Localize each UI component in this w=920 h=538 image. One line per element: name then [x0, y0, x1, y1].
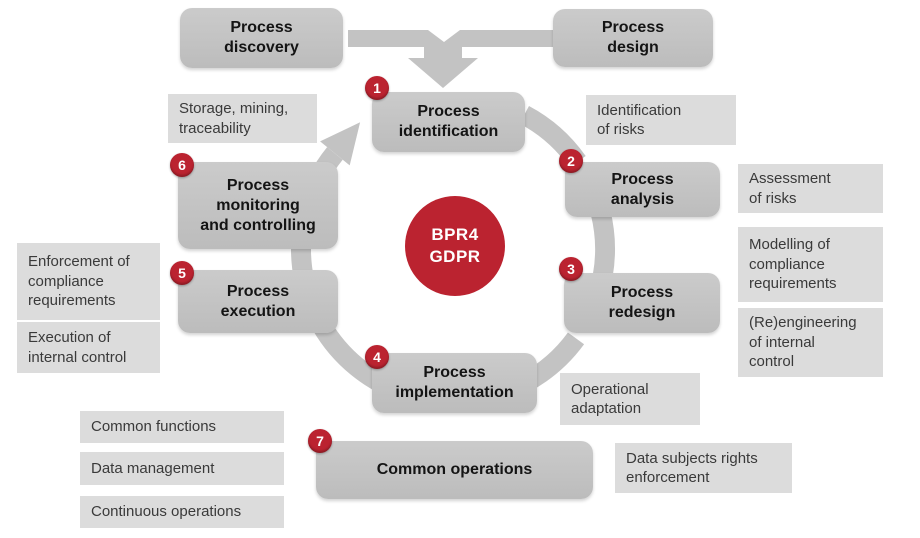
- badge-6-number: 6: [178, 157, 186, 173]
- annotation-reengineering-of-internal-control-label: (Re)engineering of internal control: [749, 314, 857, 371]
- stage-process-redesign-label: Process redesign: [608, 284, 676, 321]
- stage-common-operations-box: Common operations: [316, 441, 593, 499]
- process-design-label: Process design: [601, 19, 665, 56]
- annotation-reengineering-of-internal-control: (Re)engineering of internal control: [738, 308, 883, 377]
- annotation-identification-of-risks: Identification of risks: [586, 95, 736, 145]
- annotation-common-functions-label: Common functions: [91, 418, 217, 436]
- process-discovery-box: Process discovery: [180, 8, 343, 68]
- annotation-execution-of-internal-control-label: Execution of internal control: [28, 329, 127, 366]
- badge-7: 7: [308, 429, 332, 453]
- annotation-data-management: Data management: [80, 452, 284, 485]
- annotation-data-management-label: Data management: [91, 459, 215, 477]
- annotation-enforcement-of-compliance-requirements: Enforcement of compliance requirements: [17, 243, 160, 320]
- stage-process-monitoring-box: Process monitoring and controlling: [178, 162, 338, 249]
- stage-common-operations-label: Common operations: [376, 461, 533, 478]
- annotation-modelling-of-compliance-requirements-label: Modelling of compliance requirements: [749, 236, 837, 293]
- annotation-execution-of-internal-control: Execution of internal control: [17, 322, 160, 373]
- stage-process-identification-box: Process identification: [372, 92, 525, 152]
- annotation-operational-adaptation-label: Operational adaptation: [571, 380, 649, 418]
- annotation-identification-of-risks-label: Identification of risks: [597, 101, 682, 139]
- stage-process-redesign-box: Process redesign: [564, 273, 720, 333]
- badge-3-number: 3: [567, 261, 575, 277]
- annotation-continuous-operations: Continuous operations: [80, 496, 284, 528]
- badge-5-number: 5: [178, 265, 186, 281]
- badge-6: 6: [170, 153, 194, 177]
- annotation-operational-adaptation: Operational adaptation: [560, 373, 700, 425]
- badge-7-number: 7: [316, 433, 324, 449]
- annotation-common-functions: Common functions: [80, 411, 284, 443]
- badge-1: 1: [365, 76, 389, 100]
- badge-5: 5: [170, 261, 194, 285]
- process-discovery-label: Process discovery: [224, 19, 299, 56]
- badge-4-number: 4: [373, 349, 381, 365]
- stage-process-identification-label: Process identification: [398, 103, 499, 140]
- annotation-storage-mining-traceability-label: Storage, mining, traceability: [179, 100, 289, 137]
- annotation-assessment-of-risks: Assessment of risks: [738, 164, 883, 213]
- stage-process-monitoring-label: Process monitoring and controlling: [200, 176, 316, 234]
- process-design-box: Process design: [553, 9, 713, 67]
- bpr4gdpr-hub-label: BPR4 GDPR: [429, 224, 481, 266]
- annotation-modelling-of-compliance-requirements: Modelling of compliance requirements: [738, 227, 883, 302]
- badge-1-number: 1: [373, 80, 381, 96]
- stage-process-execution-box: Process execution: [178, 270, 338, 333]
- stage-process-implementation-box: Process implementation: [372, 353, 537, 413]
- annotation-continuous-operations-label: Continuous operations: [91, 503, 242, 521]
- annotation-assessment-of-risks-label: Assessment of risks: [749, 170, 831, 207]
- badge-2: 2: [559, 149, 583, 173]
- ring-arrowhead: [320, 122, 361, 166]
- stage-process-implementation-label: Process implementation: [395, 364, 514, 401]
- bpr4gdpr-hub-circle: BPR4 GDPR: [405, 196, 505, 296]
- stage-process-execution-label: Process execution: [220, 282, 296, 320]
- annotation-enforcement-of-compliance-requirements-label: Enforcement of compliance requirements: [28, 253, 130, 310]
- annotation-data-subjects-rights-enforcement: Data subjects rights enforcement: [615, 443, 792, 493]
- badge-2-number: 2: [567, 153, 575, 169]
- badge-3: 3: [559, 257, 583, 281]
- annotation-storage-mining-traceability: Storage, mining, traceability: [168, 94, 317, 143]
- badge-4: 4: [365, 345, 389, 369]
- stage-process-analysis-box: Process analysis: [565, 162, 720, 217]
- stage-process-analysis-label: Process analysis: [610, 170, 675, 208]
- annotation-data-subjects-rights-enforcement-label: Data subjects rights enforcement: [626, 449, 758, 487]
